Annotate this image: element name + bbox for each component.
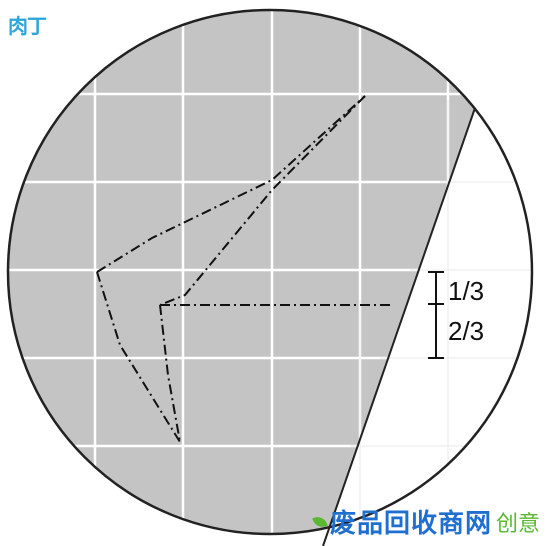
watermark: 废品回收商网 创意 [312, 503, 540, 540]
watermark-main-text: 废品回收商网 [329, 509, 492, 539]
fraction-label-upper: 1/3 [448, 276, 484, 306]
left-path [96, 271, 181, 443]
measure-bar [428, 271, 444, 359]
leaf-icon [312, 513, 328, 530]
watermark-sub-text: 创意 [495, 511, 540, 537]
corner-logo: 肉丁 [8, 14, 47, 38]
outer-circle [6, 8, 534, 536]
inner-path [159, 95, 366, 306]
shaded-region [8, 10, 475, 534]
dash-dot-figure [96, 95, 390, 443]
lower-path [159, 304, 181, 443]
oblique-edge [322, 107, 476, 546]
upper-path [96, 95, 366, 273]
fraction-label-lower: 2/3 [448, 316, 484, 346]
